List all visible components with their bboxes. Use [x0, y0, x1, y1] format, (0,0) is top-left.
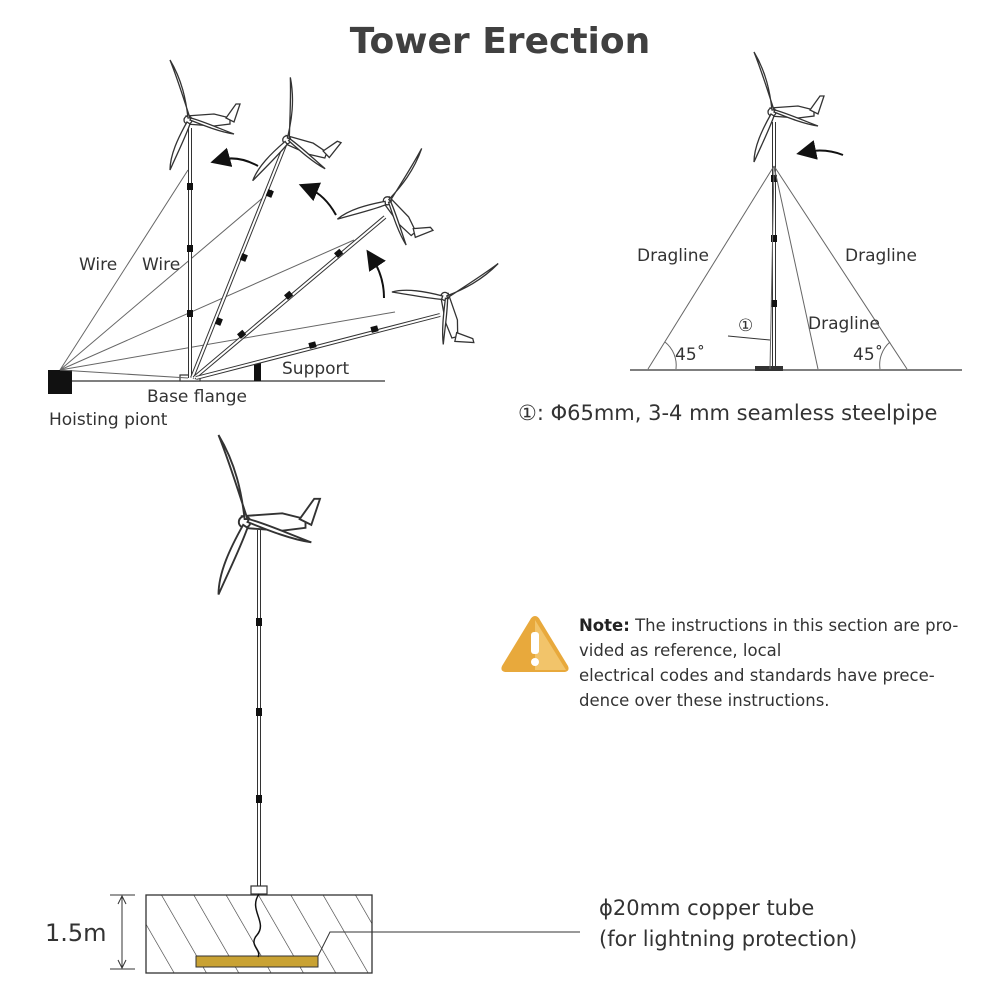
- dragline-left-label: Dragline: [637, 246, 709, 266]
- pole-tilt-3: [195, 262, 517, 380]
- dragline-middle-label: Dragline: [808, 314, 880, 334]
- copper-label-line2: (for lightning protection): [599, 927, 857, 951]
- foundation-panel: 1.5m ϕ20mm copper tube (for lightning pr…: [45, 434, 857, 974]
- support-post: [254, 361, 261, 381]
- guyed-tower-panel: Dragline Dragline Dragline 45˚ 45˚ ① ①: …: [518, 51, 962, 425]
- note-label: Note:: [579, 616, 630, 635]
- warning-icon: [501, 616, 569, 672]
- wires: [59, 169, 396, 379]
- pole-vertical: [169, 59, 241, 378]
- pole-tilt-1: [190, 76, 357, 379]
- copper-tube: [195, 955, 319, 968]
- dragline-right-label: Dragline: [845, 246, 917, 266]
- copper-label-line1: ϕ20mm copper tube: [599, 896, 814, 920]
- hoisting-point-label: Hoisting piont: [49, 410, 168, 430]
- note-line-1: The instructions in this section are pro…: [635, 616, 959, 635]
- pole-tilt-2: [192, 147, 468, 380]
- note-block: Note: The instructions in this section a…: [579, 613, 979, 713]
- hoisting-point-block: [48, 370, 72, 394]
- angle-left-label: 45˚: [675, 344, 705, 365]
- pipe-marker: ①: [738, 316, 753, 336]
- rotation-arrows: [210, 147, 386, 299]
- note-line-4: dence over these instructions.: [579, 691, 830, 710]
- page-title: Tower Erection: [350, 21, 650, 62]
- angle-right-label: 45˚: [853, 344, 883, 365]
- depth-label: 1.5m: [45, 919, 107, 947]
- pipe-spec-text: ①: Φ65mm, 3-4 mm seamless steelpipe: [518, 401, 937, 425]
- base-flange-label: Base flange: [147, 387, 247, 407]
- tower-base: [755, 366, 783, 371]
- support-label: Support: [282, 359, 350, 379]
- wire-label-1: Wire: [79, 255, 117, 275]
- note-line-3: electrical codes and standards have prec…: [579, 666, 935, 685]
- note-line-2: vided as reference, local: [579, 641, 782, 660]
- raising-tower-panel: Wire Wire Support Base flange Hoisting p…: [48, 59, 517, 430]
- wire-label-2: Wire: [142, 255, 180, 275]
